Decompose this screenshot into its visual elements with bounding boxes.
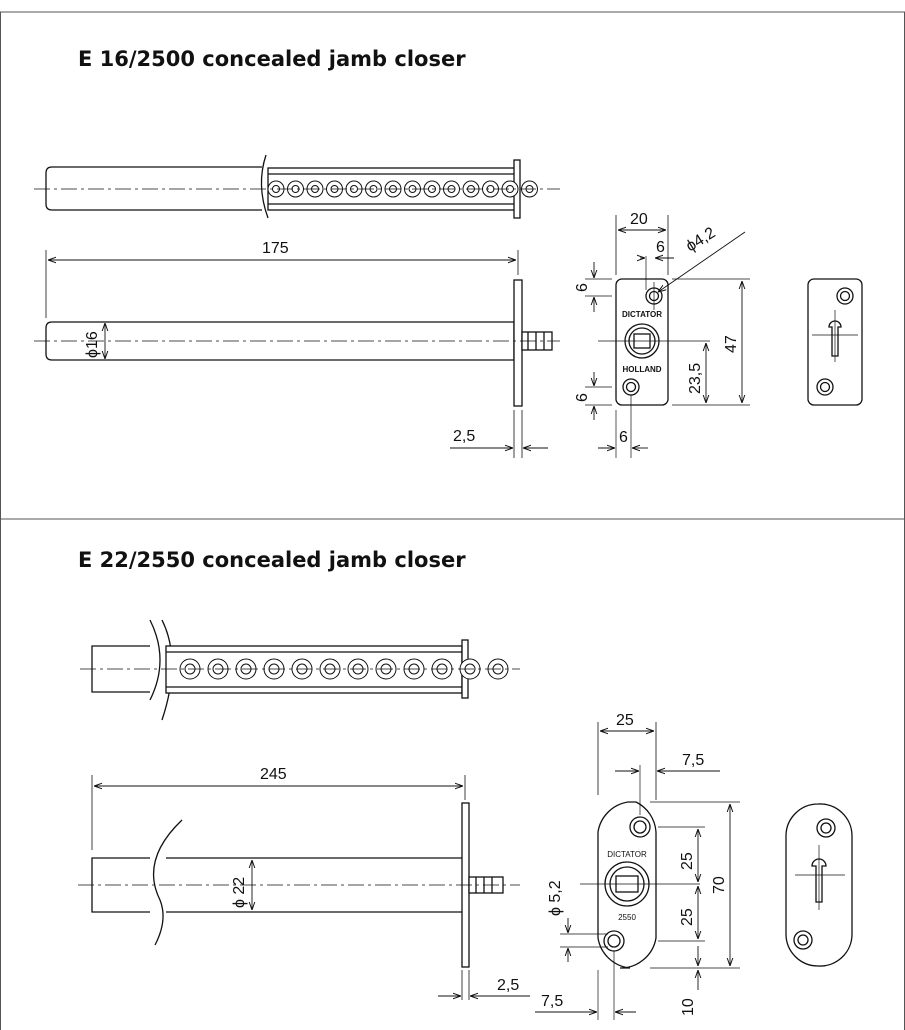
e22-cutaway-view bbox=[80, 619, 520, 721]
e16-strike-plate bbox=[807, 278, 863, 406]
dim-hole-dia-e22: ϕ 5,2 bbox=[547, 880, 564, 916]
plate-origin-e16: HOLLAND bbox=[622, 365, 661, 374]
dim-plate-height-e22: 70 bbox=[711, 876, 728, 894]
dim-bottom-margin-e22: 10 bbox=[680, 998, 697, 1016]
plate-brand-e16: DICTATOR bbox=[622, 310, 662, 319]
e22-side-view bbox=[78, 775, 530, 1000]
dim-length-e22: 245 bbox=[260, 766, 287, 783]
frame bbox=[0, 11, 905, 1030]
e16-side-view bbox=[34, 250, 560, 458]
dim-length-e16: 175 bbox=[262, 240, 289, 257]
e22-strike-plate bbox=[785, 803, 853, 967]
dim-thickness-e16: 2,5 bbox=[453, 428, 475, 445]
dim-hole-offset-e16: 6 bbox=[656, 239, 665, 256]
section-title-e22: E 22/2550 concealed jamb closer bbox=[78, 548, 466, 572]
dim-upper-half-e22: 25 bbox=[679, 852, 696, 870]
e16-cutaway-view bbox=[34, 154, 560, 219]
dim-bottom-offset-e16: 6 bbox=[619, 429, 628, 446]
dim-plate-width-e16: 20 bbox=[630, 211, 648, 228]
e16-faceplate bbox=[585, 215, 750, 458]
dim-dia-e16: ϕ16 bbox=[84, 331, 101, 358]
plate-brand-e22: DICTATOR bbox=[607, 850, 647, 859]
dim-dia-e22: ϕ 22 bbox=[231, 877, 248, 908]
dim-plate-width-e22: 25 bbox=[616, 712, 634, 729]
dim-plate-height-e16: 47 bbox=[723, 335, 740, 353]
e22-faceplate bbox=[535, 722, 740, 1020]
section-title-e16: E 16/2500 concealed jamb closer bbox=[78, 47, 466, 71]
dim-thickness-e22: 2,5 bbox=[497, 977, 519, 994]
chain-links bbox=[179, 658, 509, 680]
dim-hole-dia-e16: ϕ4,2 bbox=[683, 224, 719, 255]
dim-hole-offset-e22: 7,5 bbox=[682, 752, 704, 769]
plate-model-e22: 2550 bbox=[618, 913, 636, 922]
dim-lower-half-e22: 25 bbox=[679, 908, 696, 926]
chain-pin bbox=[350, 185, 358, 193]
dim-left-offset-e22: 7,5 bbox=[541, 993, 563, 1010]
dim-bottom-margin-e16: 6 bbox=[574, 393, 591, 402]
dim-top-margin-e16: 6 bbox=[574, 283, 591, 292]
dim-center-height-e16: 23,5 bbox=[687, 363, 704, 394]
chain-pin bbox=[428, 185, 436, 193]
